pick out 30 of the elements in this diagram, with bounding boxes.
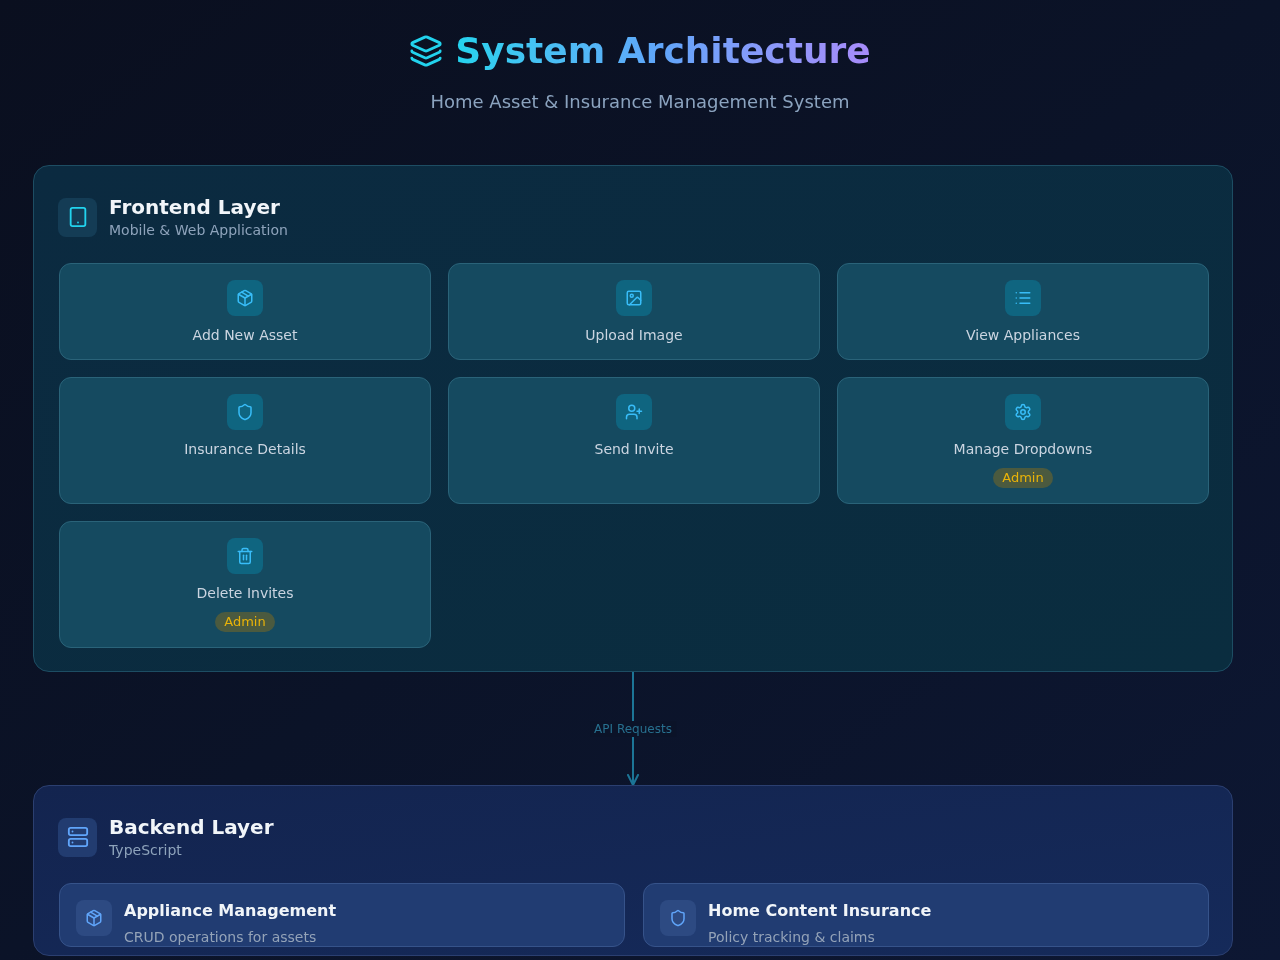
role-badge: Admin [993,468,1053,488]
layer-subtitle: Mobile & Web Application [109,221,288,240]
feature-label: Upload Image [585,326,683,345]
service-description: Policy tracking & claims [708,928,876,947]
feature-label: Manage Dropdowns [953,440,1093,459]
layer-panel [33,165,1233,672]
layer-subtitle: TypeScript [109,841,183,860]
feature-card [59,521,431,648]
arrow [627,671,639,786]
service-title: Home Content Insurance [708,900,932,922]
feature-card [837,377,1209,504]
feature-card [448,377,820,504]
service-card [59,883,625,947]
service-card [643,883,1209,947]
feature-label: Add New Asset [192,326,298,345]
service-description: CRUD operations for assets [124,928,318,947]
feature-card [59,377,431,504]
feature-label: View Appliances [966,326,1080,345]
feature-card [837,263,1209,360]
layer-panel [33,785,1233,956]
layer-title: Backend Layer [109,814,274,840]
layer-title: Frontend Layer [109,194,281,220]
feature-label: Insurance Details [184,440,306,459]
feature-label: Send Invite [594,440,674,459]
feature-card [448,263,820,360]
service-title: Appliance Management [124,900,337,922]
feature-label: Delete Invites [196,584,294,603]
role-badge: Admin [215,612,275,632]
page-subtitle: Home Asset & Insurance Management System [430,90,850,114]
feature-card [59,263,431,360]
